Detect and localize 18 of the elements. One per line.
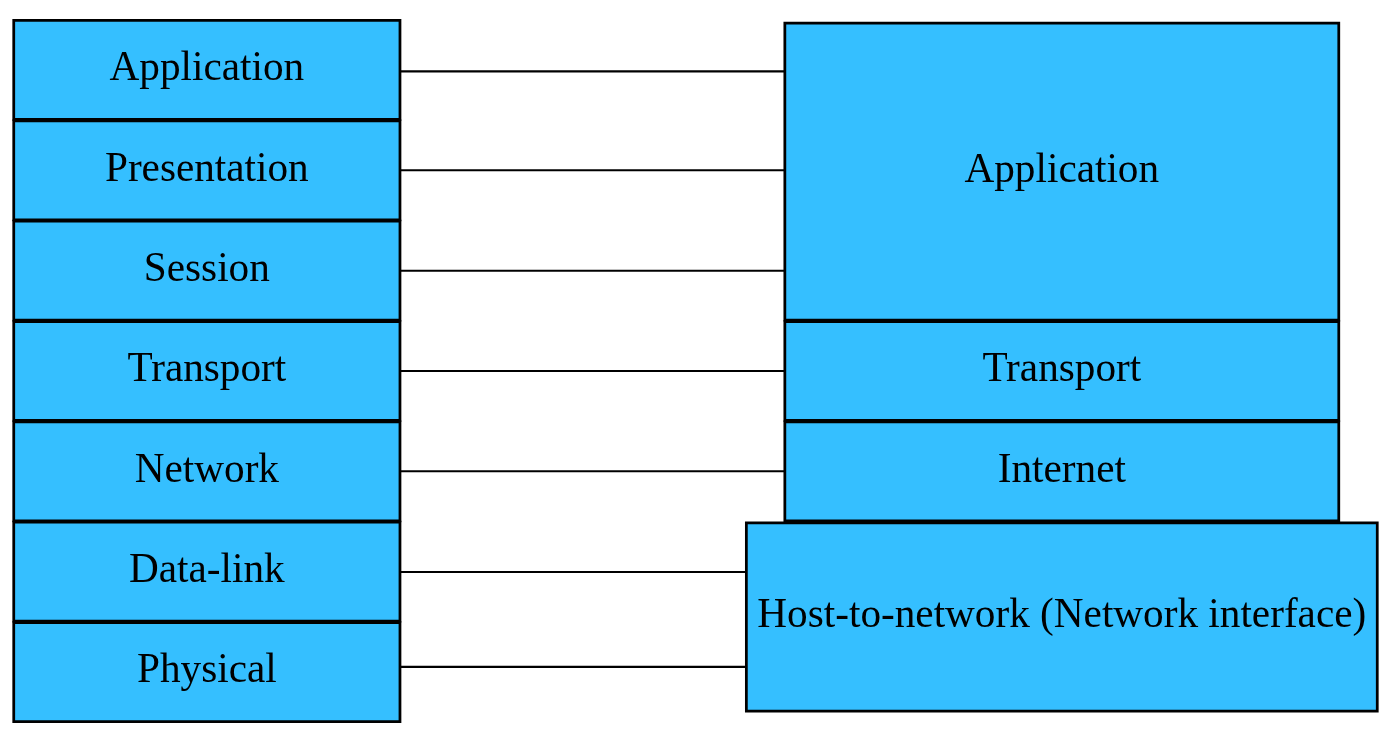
connector (400, 168, 785, 171)
node-box: Presentation (12, 118, 402, 221)
node-box: Session (12, 219, 402, 321)
connector (400, 369, 785, 372)
connector (400, 570, 746, 573)
node-box: Application (12, 18, 402, 121)
connector (400, 469, 785, 472)
node-box: Physical (12, 620, 402, 723)
connector (400, 69, 785, 72)
connector (400, 665, 746, 668)
node-box: Application (783, 21, 1341, 321)
node-box: Transport (12, 319, 402, 422)
node-box: Host-to-network (Network interface) (745, 521, 1379, 713)
node-box: Transport (783, 319, 1341, 422)
node-box: Data-link (12, 520, 402, 623)
node-box: Internet (783, 420, 1341, 522)
node-box: Network (12, 420, 402, 522)
connector (400, 269, 785, 272)
